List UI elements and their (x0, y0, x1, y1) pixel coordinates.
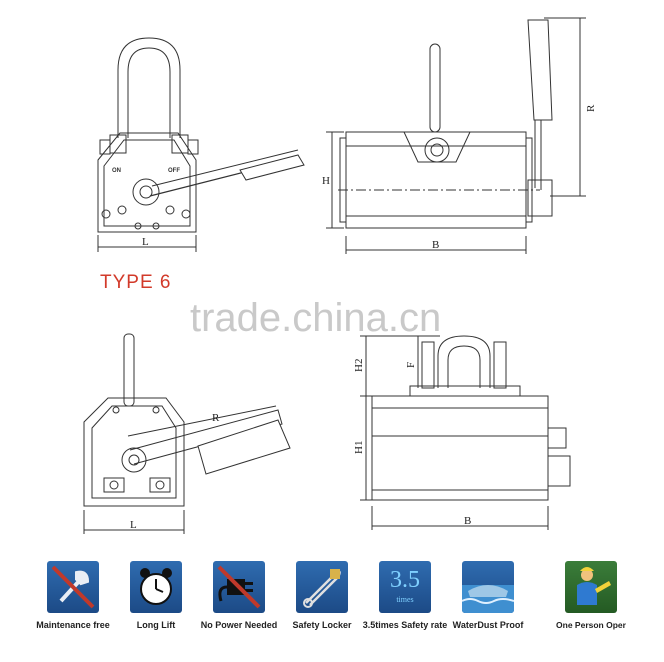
feature-long-lift: Long Lift (111, 561, 201, 630)
top-right-dim-h: H (322, 175, 330, 187)
top-left-front-view (97, 37, 305, 252)
on-label: ON (112, 168, 121, 174)
top-right-side-view (326, 17, 586, 254)
type-label: TYPE 6 (100, 272, 172, 293)
bottom-left-front-view (83, 333, 291, 534)
feature-waterdust-proof: WaterDust Proof (443, 561, 533, 630)
safety-rate-number: 3.5 (390, 567, 420, 593)
top-right-dim-r: R (585, 104, 597, 112)
watermark: trade.china.cn (190, 296, 442, 340)
feature-safety-rate: 3.5 times 3.5times Safety rate (360, 561, 450, 630)
bottom-right-dim-h1: H1 (353, 441, 365, 454)
safety-rate-sub: times (396, 595, 414, 604)
feature-label: No Power Needed (200, 620, 278, 630)
feature-label: Safety Locker (292, 620, 352, 630)
top-right-dim-b: B (432, 239, 439, 251)
alarm-clock-icon (130, 561, 182, 613)
top-left-dim-l: L (142, 236, 149, 248)
safety-pin-icon (296, 561, 348, 613)
safety-rate-icon: 3.5 times (379, 561, 431, 613)
bottom-left-dim-l: L (130, 519, 137, 531)
plug-crossed-icon (213, 561, 265, 613)
feature-label: Long Lift (136, 620, 176, 630)
feature-label: One Person Oper (556, 620, 626, 630)
feature-no-power: No Power Needed (194, 561, 284, 630)
feature-label: 3.5times Safety rate (362, 620, 448, 630)
bottom-left-dim-r: R (212, 412, 220, 424)
feature-safety-locker: Safety Locker (277, 561, 367, 630)
technical-drawings: ON OFF L H B R R L H2 F H1 B (83, 17, 597, 534)
off-label: OFF (168, 168, 180, 174)
feature-label: WaterDust Proof (452, 620, 524, 630)
bottom-right-dim-h2: H2 (353, 359, 365, 372)
feature-one-person: One Person Oper (546, 561, 636, 630)
water-proof-icon (462, 561, 514, 613)
feature-maintenance-free: Maintenance free (28, 561, 118, 630)
bottom-right-dim-f: F (405, 362, 417, 368)
bottom-right-side-view (360, 335, 571, 530)
bottom-right-dim-b: B (464, 515, 471, 527)
feature-label: Maintenance free (36, 620, 110, 630)
worker-icon (565, 561, 617, 613)
wrench-crossed-icon (47, 561, 99, 613)
